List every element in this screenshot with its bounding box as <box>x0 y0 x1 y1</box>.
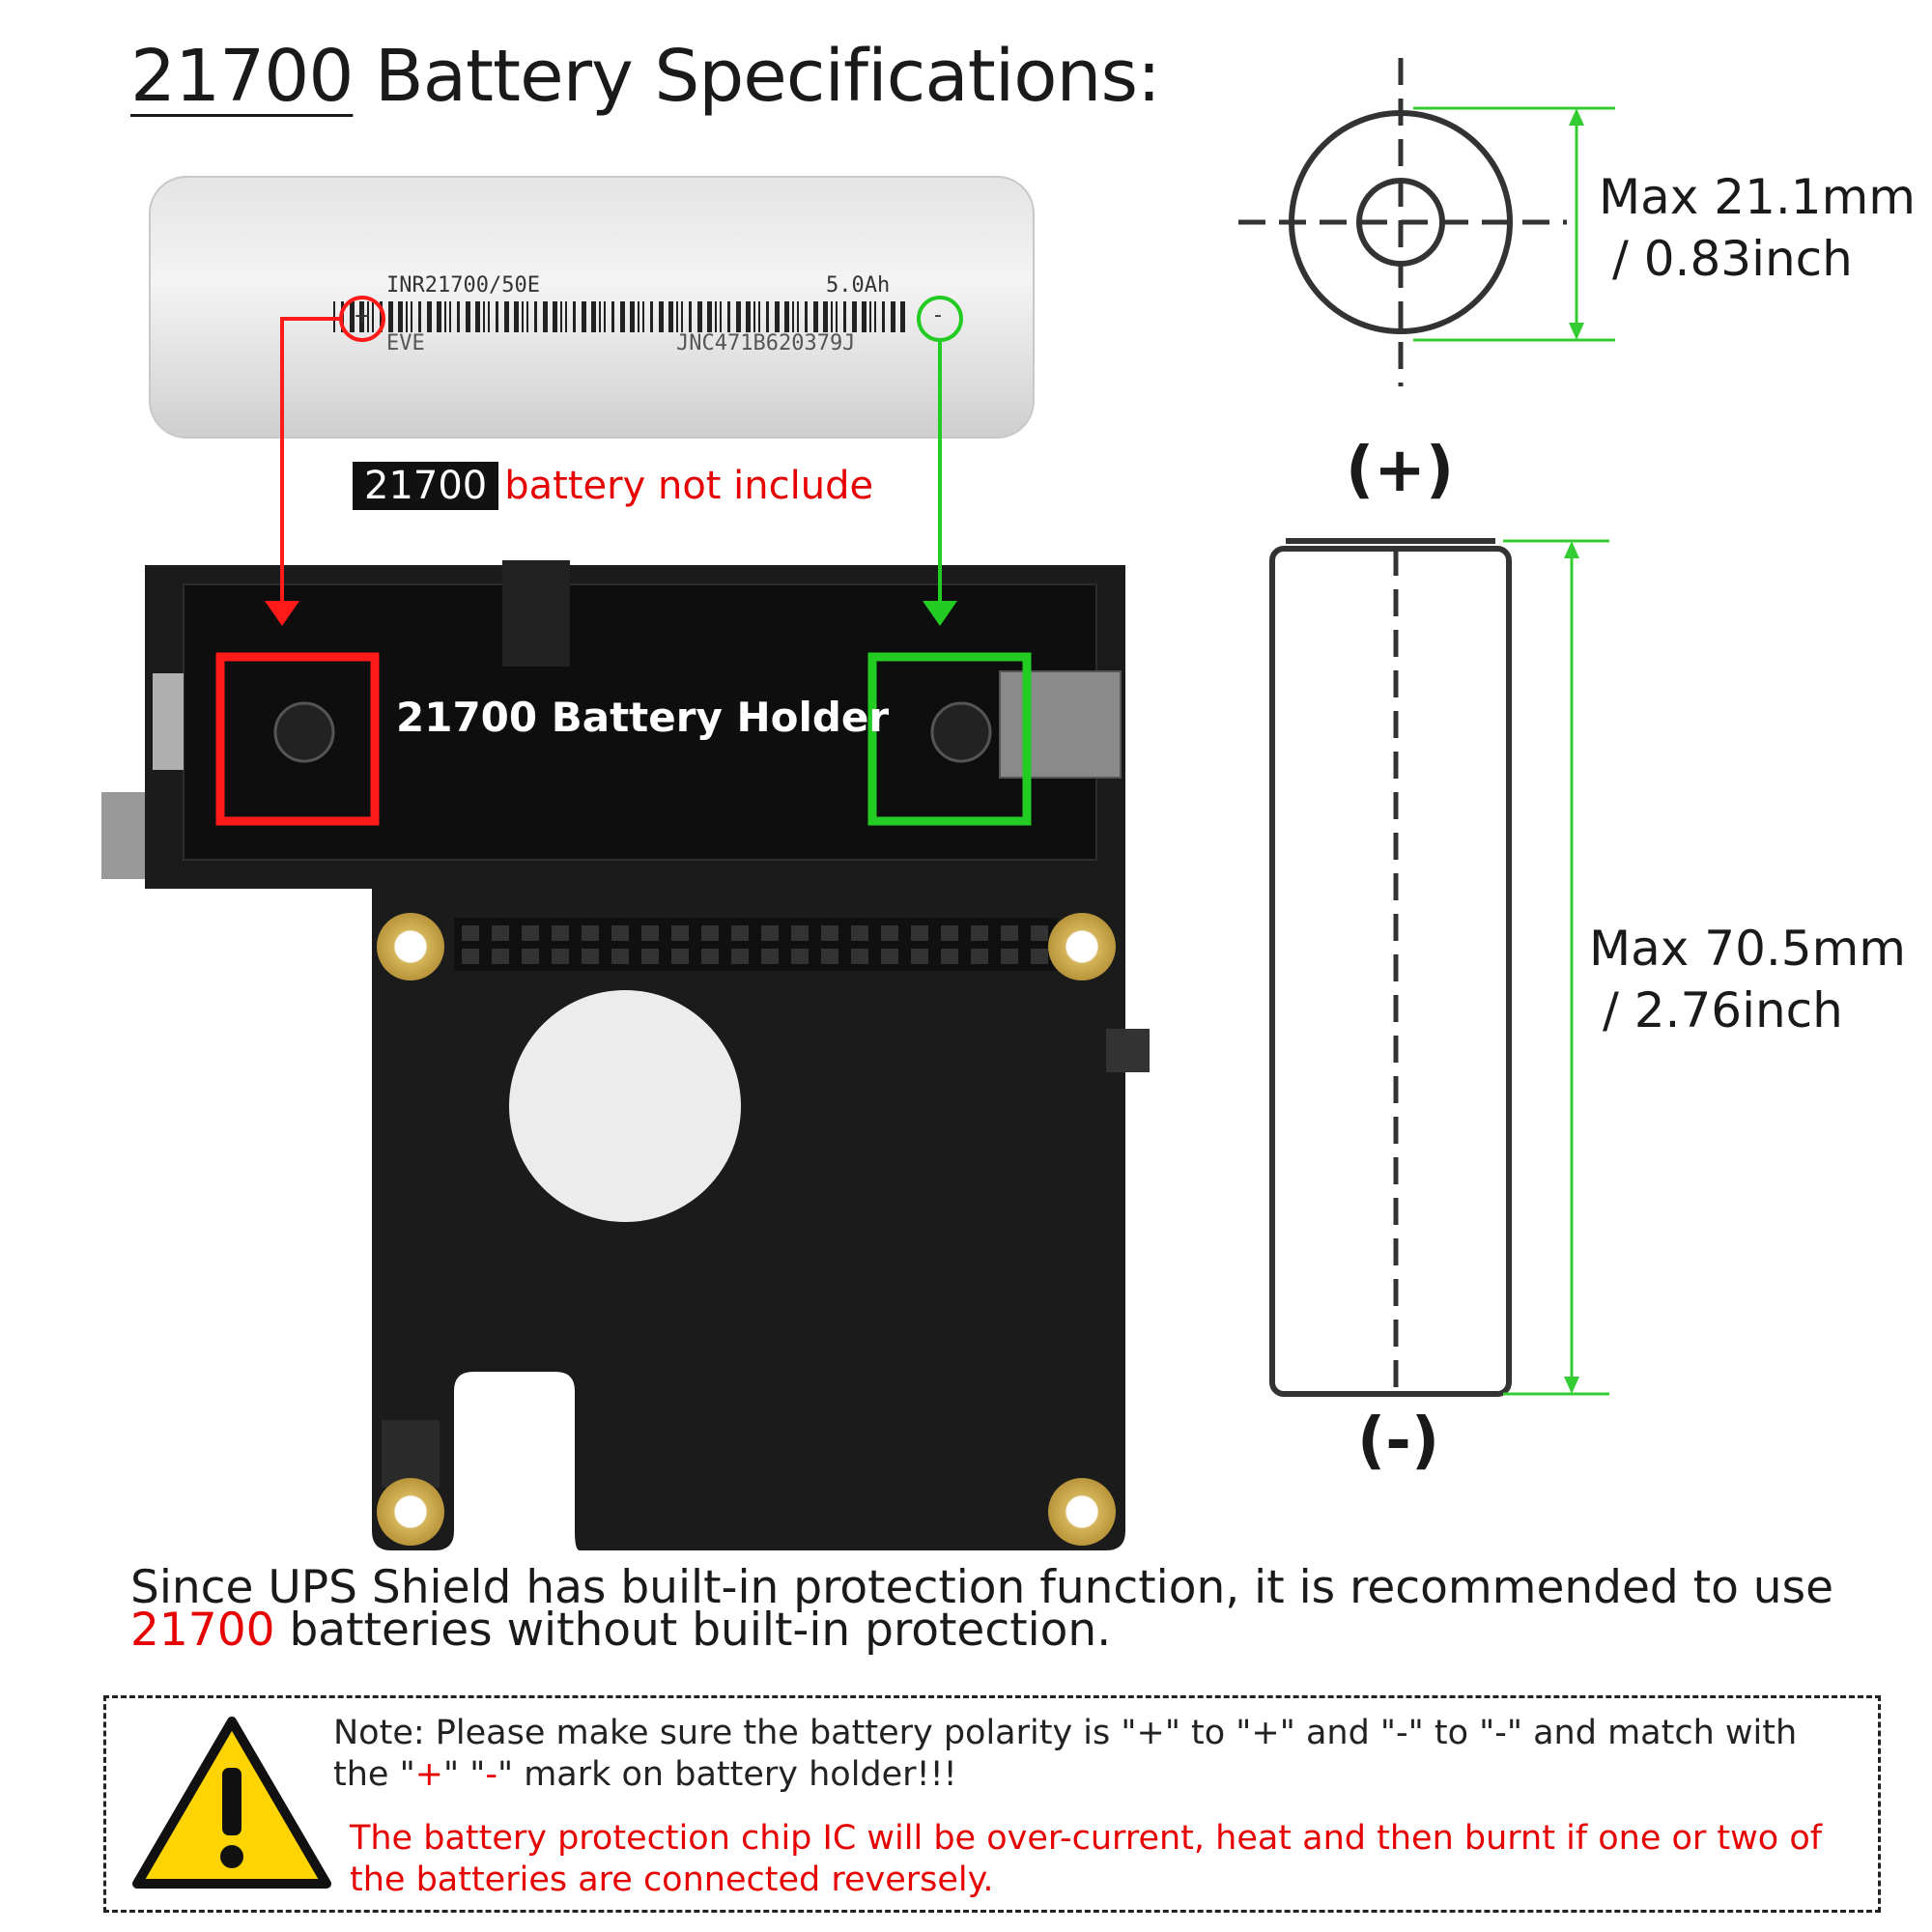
negative-label: (-) <box>1357 1406 1440 1477</box>
holder-label: 21700 Battery Holder <box>396 694 890 741</box>
battery-holder-board <box>101 560 1150 1550</box>
length-inch: / 2.76inch <box>1603 982 1843 1038</box>
negative-arrow <box>917 296 963 626</box>
mounting-hole <box>377 1478 444 1546</box>
diameter-inch: / 0.83inch <box>1612 231 1853 287</box>
note-text: Note: Please make sure the battery polar… <box>333 1714 1798 1794</box>
battery-model-text: INR21700/50E <box>386 273 540 298</box>
battery-sticker <box>509 990 741 1222</box>
length-mm: Max 70.5mm <box>1589 921 1907 977</box>
battery-minus-mark: - <box>934 303 942 327</box>
top-view-drawing <box>1238 58 1615 386</box>
warning-text: The battery protection chip IC will be o… <box>350 1819 1823 1899</box>
title-model: 21700 <box>130 35 354 118</box>
recommendation-model: 21700 <box>130 1604 275 1657</box>
positive-label: (+) <box>1346 435 1455 506</box>
side-view-drawing <box>1269 538 1609 1397</box>
diameter-label: Max 21.1mm / 0.83inch <box>1599 166 1916 290</box>
positive-terminal-box <box>215 652 380 826</box>
battery-serial-text: JNC471B620379J <box>676 331 856 355</box>
negative-terminal-box <box>867 652 1032 826</box>
length-label: Max 70.5mm / 2.76inch <box>1589 918 1906 1041</box>
battery-capacity-text: 5.0Ah <box>826 273 891 298</box>
title-text: Battery Specifications: <box>353 35 1161 118</box>
mounting-hole <box>1048 913 1116 980</box>
positive-arrow <box>265 296 385 626</box>
note-box <box>103 1695 1881 1913</box>
warning-icon <box>132 1717 331 1889</box>
battery-cell-image <box>149 176 1035 439</box>
recommendation-text: Since UPS Shield has built-in protection… <box>130 1561 1833 1657</box>
mounting-hole <box>1048 1478 1116 1546</box>
mounting-hole <box>377 913 444 980</box>
gpio-header <box>454 918 1058 971</box>
page-title: 21700 Battery Specifications: <box>130 35 1161 118</box>
battery-plus-mark: + <box>354 304 372 328</box>
diameter-mm: Max 21.1mm <box>1599 169 1917 225</box>
not-included-model: 21700 <box>353 462 499 510</box>
barcode <box>333 301 905 332</box>
battery-brand-text: EVE <box>386 331 425 355</box>
not-included-text: battery not include <box>504 464 874 508</box>
